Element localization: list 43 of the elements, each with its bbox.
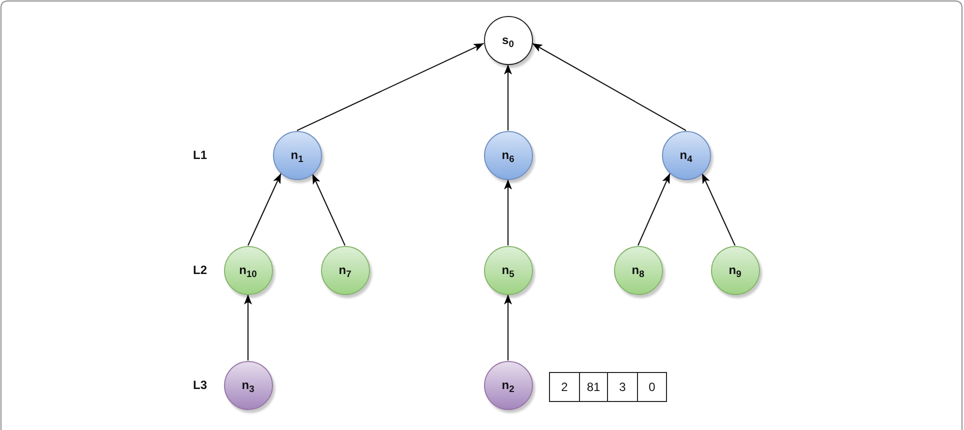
node-circle xyxy=(614,246,662,294)
node-circle xyxy=(484,360,532,410)
arrow xyxy=(504,64,512,130)
node-circle xyxy=(272,130,322,180)
node-circle xyxy=(484,16,532,64)
node-label: n$_{9}$ xyxy=(728,263,742,277)
level-label: L2 xyxy=(193,263,208,277)
arrow xyxy=(504,294,512,360)
node-label: n$_{8}$ xyxy=(632,263,644,277)
arrow xyxy=(312,174,346,246)
node-label: n$_{2}$ xyxy=(502,378,514,392)
node-circle xyxy=(224,360,272,410)
level-label: L1 xyxy=(193,148,208,162)
array-cell xyxy=(549,372,580,402)
node-circle xyxy=(710,246,760,294)
arrow xyxy=(244,294,252,360)
node-label: n$_{7}$ xyxy=(338,263,352,277)
array-value: 0 xyxy=(648,380,656,394)
node-circle xyxy=(662,130,710,180)
array-cell xyxy=(579,372,608,402)
node-label: n$_{5}$ xyxy=(502,263,514,277)
array-cell xyxy=(637,372,667,402)
array-value: 81 xyxy=(586,380,600,394)
node-circle xyxy=(484,246,532,294)
node-label: n$_{3}$ xyxy=(242,378,254,392)
node-label: n$_{1}$ xyxy=(290,148,304,162)
node-circle xyxy=(224,246,272,294)
arrow xyxy=(702,173,736,246)
node-circle xyxy=(320,246,370,294)
arrow xyxy=(532,42,686,131)
node-label: n$_{4}$ xyxy=(680,148,692,162)
arrow xyxy=(296,42,484,131)
array-cell xyxy=(607,372,638,402)
arrow xyxy=(638,173,670,246)
arrow xyxy=(504,180,512,246)
level-label: L3 xyxy=(193,378,208,392)
node-label: n$_{10}$ xyxy=(239,263,257,277)
array-value: 2 xyxy=(561,380,568,394)
array-value: 3 xyxy=(619,380,626,394)
arrow xyxy=(248,173,282,246)
node-label: n$_{6}$ xyxy=(502,148,514,162)
node-circle xyxy=(484,130,532,180)
node-label: s$_{0}$ xyxy=(502,33,514,47)
